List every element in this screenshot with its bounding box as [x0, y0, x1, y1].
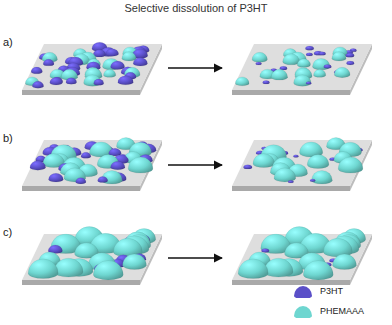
- polymer-domain: [28, 259, 58, 279]
- polymer-domain: [310, 179, 316, 182]
- film-before: [22, 227, 162, 285]
- polymer-domain: [66, 78, 77, 84]
- substrate: [22, 44, 162, 90]
- legend-item: PHEMAAA: [292, 304, 364, 318]
- substrate-side: [232, 280, 350, 285]
- polymer-domain: [303, 260, 333, 279]
- legend-item: P3HT: [292, 284, 343, 298]
- polymer-domain: [271, 69, 288, 80]
- polymer-domain: [261, 249, 269, 253]
- polymer-domain: [54, 258, 83, 277]
- polymer-domain: [30, 161, 46, 170]
- polymer-domain: [293, 155, 299, 158]
- polymer-domain: [111, 161, 125, 170]
- substrate-side: [232, 186, 350, 191]
- polymer-domain: [93, 260, 123, 279]
- polymer-domain: [94, 79, 104, 85]
- polymer-domain: [264, 258, 293, 277]
- figure-title: Selective dissolution of P3HT: [0, 2, 392, 14]
- polymer-domain: [256, 62, 262, 65]
- substrate: [22, 234, 162, 280]
- legend-swatch: [292, 304, 314, 318]
- polymer-domain: [104, 69, 116, 77]
- polymer-domain: [81, 152, 91, 158]
- panel-label: b): [3, 132, 13, 144]
- polymer-domain: [324, 65, 332, 69]
- polymer-domain: [263, 81, 270, 84]
- polymer-domain: [306, 82, 312, 85]
- polymer-domain: [334, 67, 350, 77]
- polymer-domain: [238, 259, 268, 279]
- film-after: [232, 44, 372, 95]
- polymer-domain: [346, 61, 354, 65]
- polymer-domain: [288, 180, 294, 183]
- polymer-domain: [235, 77, 249, 86]
- panel-label: a): [3, 36, 13, 48]
- polymer-domain: [128, 157, 153, 173]
- process-arrow: [168, 164, 222, 165]
- film-before: [22, 137, 162, 191]
- substrate-side: [22, 280, 140, 285]
- substrate-side: [232, 90, 350, 95]
- polymer-domain: [346, 53, 355, 57]
- substrate: [22, 140, 162, 186]
- polymer-domain: [333, 254, 357, 269]
- polymer-domain: [76, 178, 86, 184]
- polymer-domain: [307, 154, 329, 168]
- polymer-domain: [274, 168, 296, 182]
- polymer-domain: [123, 254, 147, 269]
- polymer-domain: [305, 46, 314, 50]
- substrate: [232, 140, 372, 186]
- polymer-domain: [332, 52, 346, 61]
- polymer-domain: [122, 52, 136, 61]
- polymer-domain: [32, 81, 43, 88]
- polymer-domain: [253, 154, 275, 168]
- substrate: [232, 234, 372, 280]
- polymer-domain: [338, 157, 363, 173]
- polymer-domain: [50, 77, 63, 85]
- polymer-domain: [243, 165, 252, 169]
- film-after: [232, 227, 372, 285]
- process-arrow: [168, 257, 222, 258]
- film-after: [232, 137, 372, 191]
- polymer-domain: [252, 52, 267, 62]
- polymer-domain: [319, 52, 326, 55]
- legend-label: P3HT: [320, 286, 343, 296]
- polymer-domain: [294, 75, 311, 86]
- process-arrow: [168, 67, 222, 68]
- polymer-domain: [118, 76, 133, 85]
- polymer-domain: [133, 58, 147, 67]
- legend-swatch: [292, 284, 314, 298]
- polymer-domain: [283, 54, 300, 65]
- polymer-domain: [31, 67, 42, 74]
- legend-label: PHEMAAA: [320, 306, 364, 316]
- polymer-domain: [49, 173, 64, 182]
- panel-label: c): [3, 226, 12, 238]
- substrate-side: [22, 90, 140, 95]
- polymer-domain: [297, 59, 310, 68]
- substrate-side: [22, 186, 140, 191]
- polymer-domain: [306, 53, 313, 56]
- polymer-domain: [98, 176, 108, 182]
- substrate: [232, 44, 372, 90]
- process-arrows: [168, 68, 222, 258]
- polymer-domain: [106, 49, 119, 57]
- film-before: [22, 42, 162, 95]
- polymer-domain: [43, 59, 54, 66]
- polymer-domain: [314, 69, 326, 77]
- polymer-domain: [111, 61, 125, 69]
- polymer-domain: [311, 170, 332, 184]
